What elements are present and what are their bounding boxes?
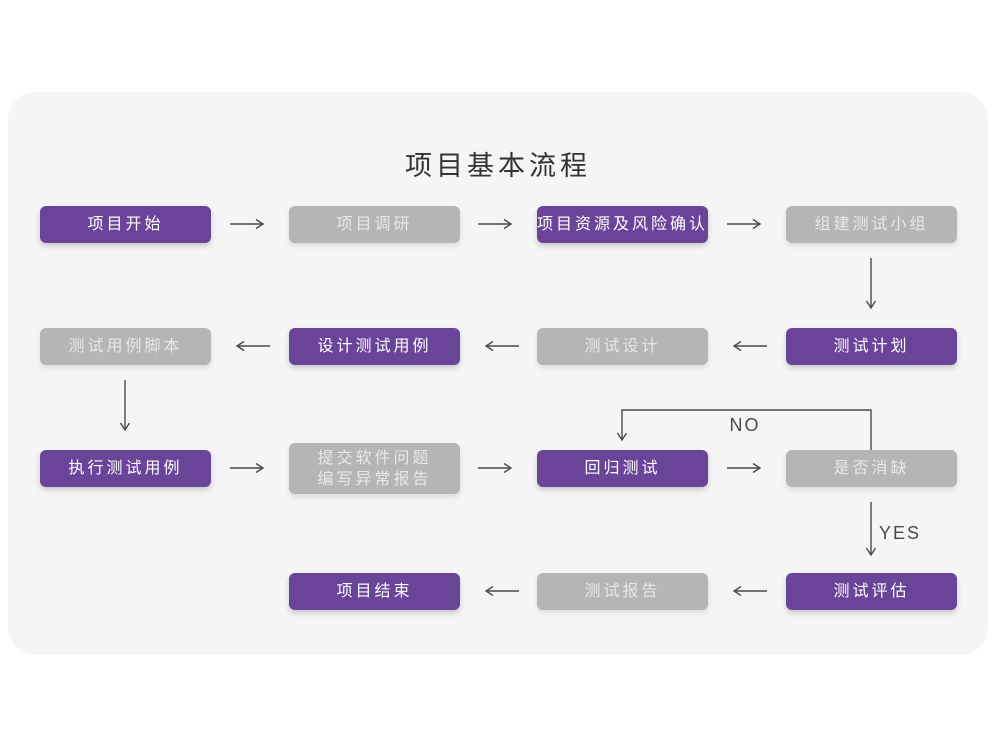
node-project-start: 项目开始: [40, 206, 211, 243]
page-title: 项目基本流程: [405, 151, 591, 181]
node-label: 项目资源及风险确认: [537, 216, 709, 233]
node-defect-resolved: 是否消缺: [786, 450, 957, 487]
node-label: 回归测试: [584, 460, 661, 477]
node-label: 提交软件问题: [317, 449, 432, 467]
node-design-test-cases: 设计测试用例: [289, 328, 460, 365]
node-label: 测试用例脚本: [68, 338, 183, 355]
node-submit-issues-report: 提交软件问题 编写异常报告: [289, 443, 460, 494]
node-label: 是否消缺: [833, 460, 910, 477]
node-label: 项目结束: [336, 583, 413, 600]
node-execute-test-cases: 执行测试用例: [40, 450, 211, 487]
edge-label-no: NO: [729, 415, 761, 435]
node-label: 测试报告: [584, 583, 661, 600]
node-project-end: 项目结束: [289, 573, 460, 610]
node-build-test-team: 组建测试小组: [786, 206, 957, 243]
node-label: 项目开始: [87, 216, 164, 233]
node-test-design: 测试设计: [537, 328, 708, 365]
node-test-case-script: 测试用例脚本: [40, 328, 211, 365]
node-label: 设计测试用例: [317, 338, 432, 355]
node-test-report: 测试报告: [537, 573, 708, 610]
edge-label-yes: YES: [879, 523, 922, 543]
flowchart-card: 项目基本流程: [8, 92, 988, 655]
node-label: 测试设计: [584, 338, 661, 355]
node-test-evaluation: 测试评估: [786, 573, 957, 610]
node-label: 项目调研: [336, 216, 413, 233]
node-label: 测试评估: [833, 583, 910, 600]
node-project-research: 项目调研: [289, 206, 460, 243]
node-resource-risk-confirm: 项目资源及风险确认: [537, 206, 708, 243]
node-test-plan: 测试计划: [786, 328, 957, 365]
node-label: 测试计划: [833, 338, 910, 355]
node-label-line2: 编写异常报告: [317, 470, 432, 488]
node-label: 组建测试小组: [814, 216, 929, 233]
node-regression-test: 回归测试: [537, 450, 708, 487]
node-label: 执行测试用例: [68, 460, 183, 477]
